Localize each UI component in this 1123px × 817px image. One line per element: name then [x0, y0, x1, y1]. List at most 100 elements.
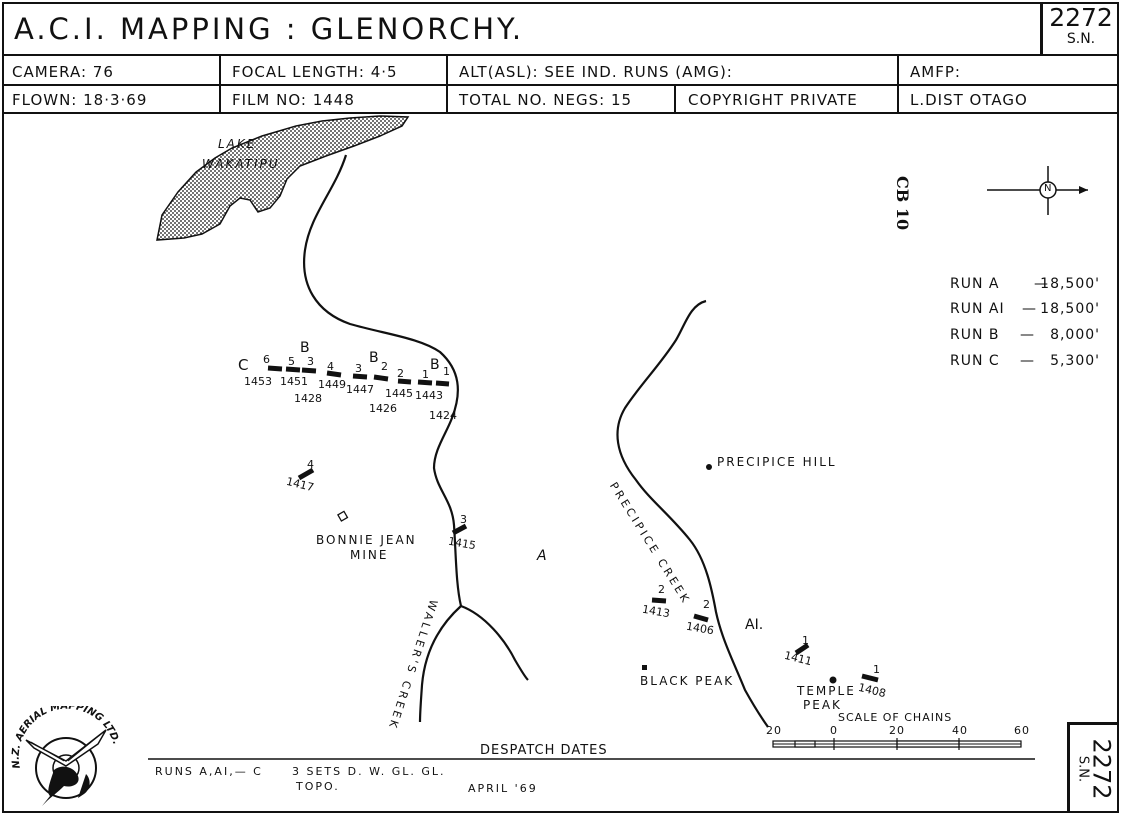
- total-negs-cell: TOTAL NO. NEGS: 15: [459, 91, 633, 109]
- temple-peak-label-1: TEMPLE: [797, 684, 856, 698]
- run-altitude: 18,500': [1040, 276, 1100, 292]
- frame-number: 1447: [346, 383, 374, 396]
- run-name: RUN C: [950, 353, 1000, 369]
- run-c-letter: C: [238, 356, 251, 374]
- run-altitude: 5,300': [1050, 353, 1100, 369]
- frame-number: 1426: [369, 402, 397, 415]
- page-title: A.C.I. MAPPING : GLENORCHY.: [14, 12, 525, 46]
- scale-tick-label: 20: [889, 724, 905, 737]
- frame-number: 1453: [244, 375, 272, 388]
- copyright-cell: COPYRIGHT PRIVATE: [688, 91, 858, 109]
- focal-length-cell: FOCAL LENGTH: 4·5: [232, 63, 398, 81]
- despatch-title: DESPATCH DATES: [480, 743, 608, 758]
- precipice-creek: [616, 299, 769, 728]
- photo-number: 3: [460, 513, 467, 526]
- camera-cell: CAMERA: 76: [12, 63, 114, 81]
- run-b1-sub: 1: [443, 365, 450, 378]
- frame-number: 1451: [280, 375, 308, 388]
- frame-number: 1424: [429, 409, 457, 422]
- photo-number: 1: [422, 368, 429, 381]
- photo-1411: [794, 642, 810, 656]
- photo-number: 3: [307, 355, 314, 368]
- flight-dashes-run-cb: [267, 365, 450, 387]
- photo-number: 2: [703, 598, 710, 611]
- run-name: RUN AI: [950, 301, 1005, 317]
- despatch-topo: TOPO.: [296, 780, 340, 793]
- frame-number: 1428: [294, 392, 322, 405]
- table-divider: [219, 54, 221, 112]
- run-altitude: 18,500': [1040, 301, 1100, 317]
- river-right-branch: [460, 604, 529, 681]
- scale-title: SCALE OF CHAINS: [838, 711, 953, 724]
- photo-number: 3: [355, 362, 362, 375]
- photo-number: 1: [873, 663, 880, 676]
- photo-1406: [693, 613, 709, 623]
- run-name: RUN B: [950, 327, 1000, 343]
- despatch-date: APRIL '69: [468, 782, 538, 795]
- temple-peak-dot: [829, 676, 837, 684]
- run-b1-letter: B: [430, 357, 442, 373]
- precipice-hill-dot: [706, 464, 712, 470]
- table-divider: [446, 54, 448, 112]
- run-altitude: 8,000': [1050, 327, 1100, 343]
- scale-tick-label: 20: [766, 724, 782, 737]
- table-divider: [674, 84, 676, 112]
- run-b2-letter: B: [369, 350, 381, 366]
- scale-tick-label: 40: [952, 724, 968, 737]
- north-arrow-circle: [1039, 181, 1057, 199]
- north-arrow-head: [1079, 186, 1088, 194]
- film-no-cell: FILM NO: 1448: [232, 91, 355, 109]
- frame-number: 1449: [318, 378, 346, 391]
- run-a1-letter: AI.: [745, 617, 764, 633]
- precipice-hill-label: PRECIPICE HILL: [717, 455, 837, 469]
- sheet-number-box: 2272 S.N.: [1040, 2, 1119, 54]
- run-b2-sub: 2: [381, 360, 388, 373]
- run-b-letter: B: [300, 340, 312, 356]
- photo-number: 5: [288, 355, 295, 368]
- table-bottom-rule: [2, 112, 1119, 114]
- lake-label-1: LAKE: [218, 137, 257, 151]
- flown-cell: FLOWN: 18·3·69: [12, 91, 148, 109]
- footer-sheet-box: 2272 S.N.: [1067, 722, 1119, 813]
- scale-tick-label: 0: [830, 724, 838, 737]
- bonnie-jean-mine-label: MINE: [350, 548, 389, 562]
- north-label: N: [1044, 183, 1052, 194]
- sheet-number: 2272: [1049, 3, 1113, 32]
- sheet-suffix: S.N.: [1066, 31, 1096, 47]
- river-left-branch: [418, 605, 462, 723]
- bonnie-jean-label: BONNIE JEAN: [316, 533, 417, 547]
- bonnie-jean-mine-symbol: [337, 510, 349, 522]
- table-divider: [897, 54, 899, 112]
- lake-wakatipu: [156, 115, 410, 241]
- company-logo: N.Z. AERIAL MAPPING LTD.: [11, 706, 121, 806]
- run-name: RUN A: [950, 276, 1000, 292]
- run-a-letter: A: [537, 548, 549, 564]
- despatch-runs: RUNS A,AI,— C: [155, 765, 263, 778]
- photo-number: 2: [658, 583, 665, 596]
- table-top-rule: [2, 54, 1119, 56]
- photo-number: 4: [307, 458, 314, 471]
- temple-peak-label-2: PEAK: [803, 698, 842, 712]
- photo-number: 6: [263, 353, 270, 366]
- land-district-cell: L.DIST OTAGO: [910, 91, 1028, 109]
- lake-label-2: WAKATIPU: [202, 157, 280, 171]
- amfp-cell: AMFP:: [910, 63, 961, 81]
- river-main: [303, 154, 463, 607]
- photo-number: 4: [327, 360, 334, 373]
- frame-number: 1443: [415, 389, 443, 402]
- footer-sheet-number: 2272: [1087, 738, 1115, 800]
- table-mid-rule: [2, 84, 1119, 86]
- photo-1415: [451, 523, 468, 536]
- black-peak-dot: [642, 665, 647, 670]
- cb-label: CB 10: [893, 176, 912, 231]
- frame-number: 1445: [385, 387, 413, 400]
- black-peak-label: BLACK PEAK: [640, 674, 735, 688]
- photo-1408: [861, 673, 879, 683]
- scale-tick-label: 60: [1014, 724, 1030, 737]
- photo-number: 2: [397, 367, 404, 380]
- photo-number: 1: [802, 634, 809, 647]
- altitude-cell: ALT(ASL): SEE IND. RUNS (AMG):: [459, 63, 733, 81]
- photo-1417: [297, 467, 315, 481]
